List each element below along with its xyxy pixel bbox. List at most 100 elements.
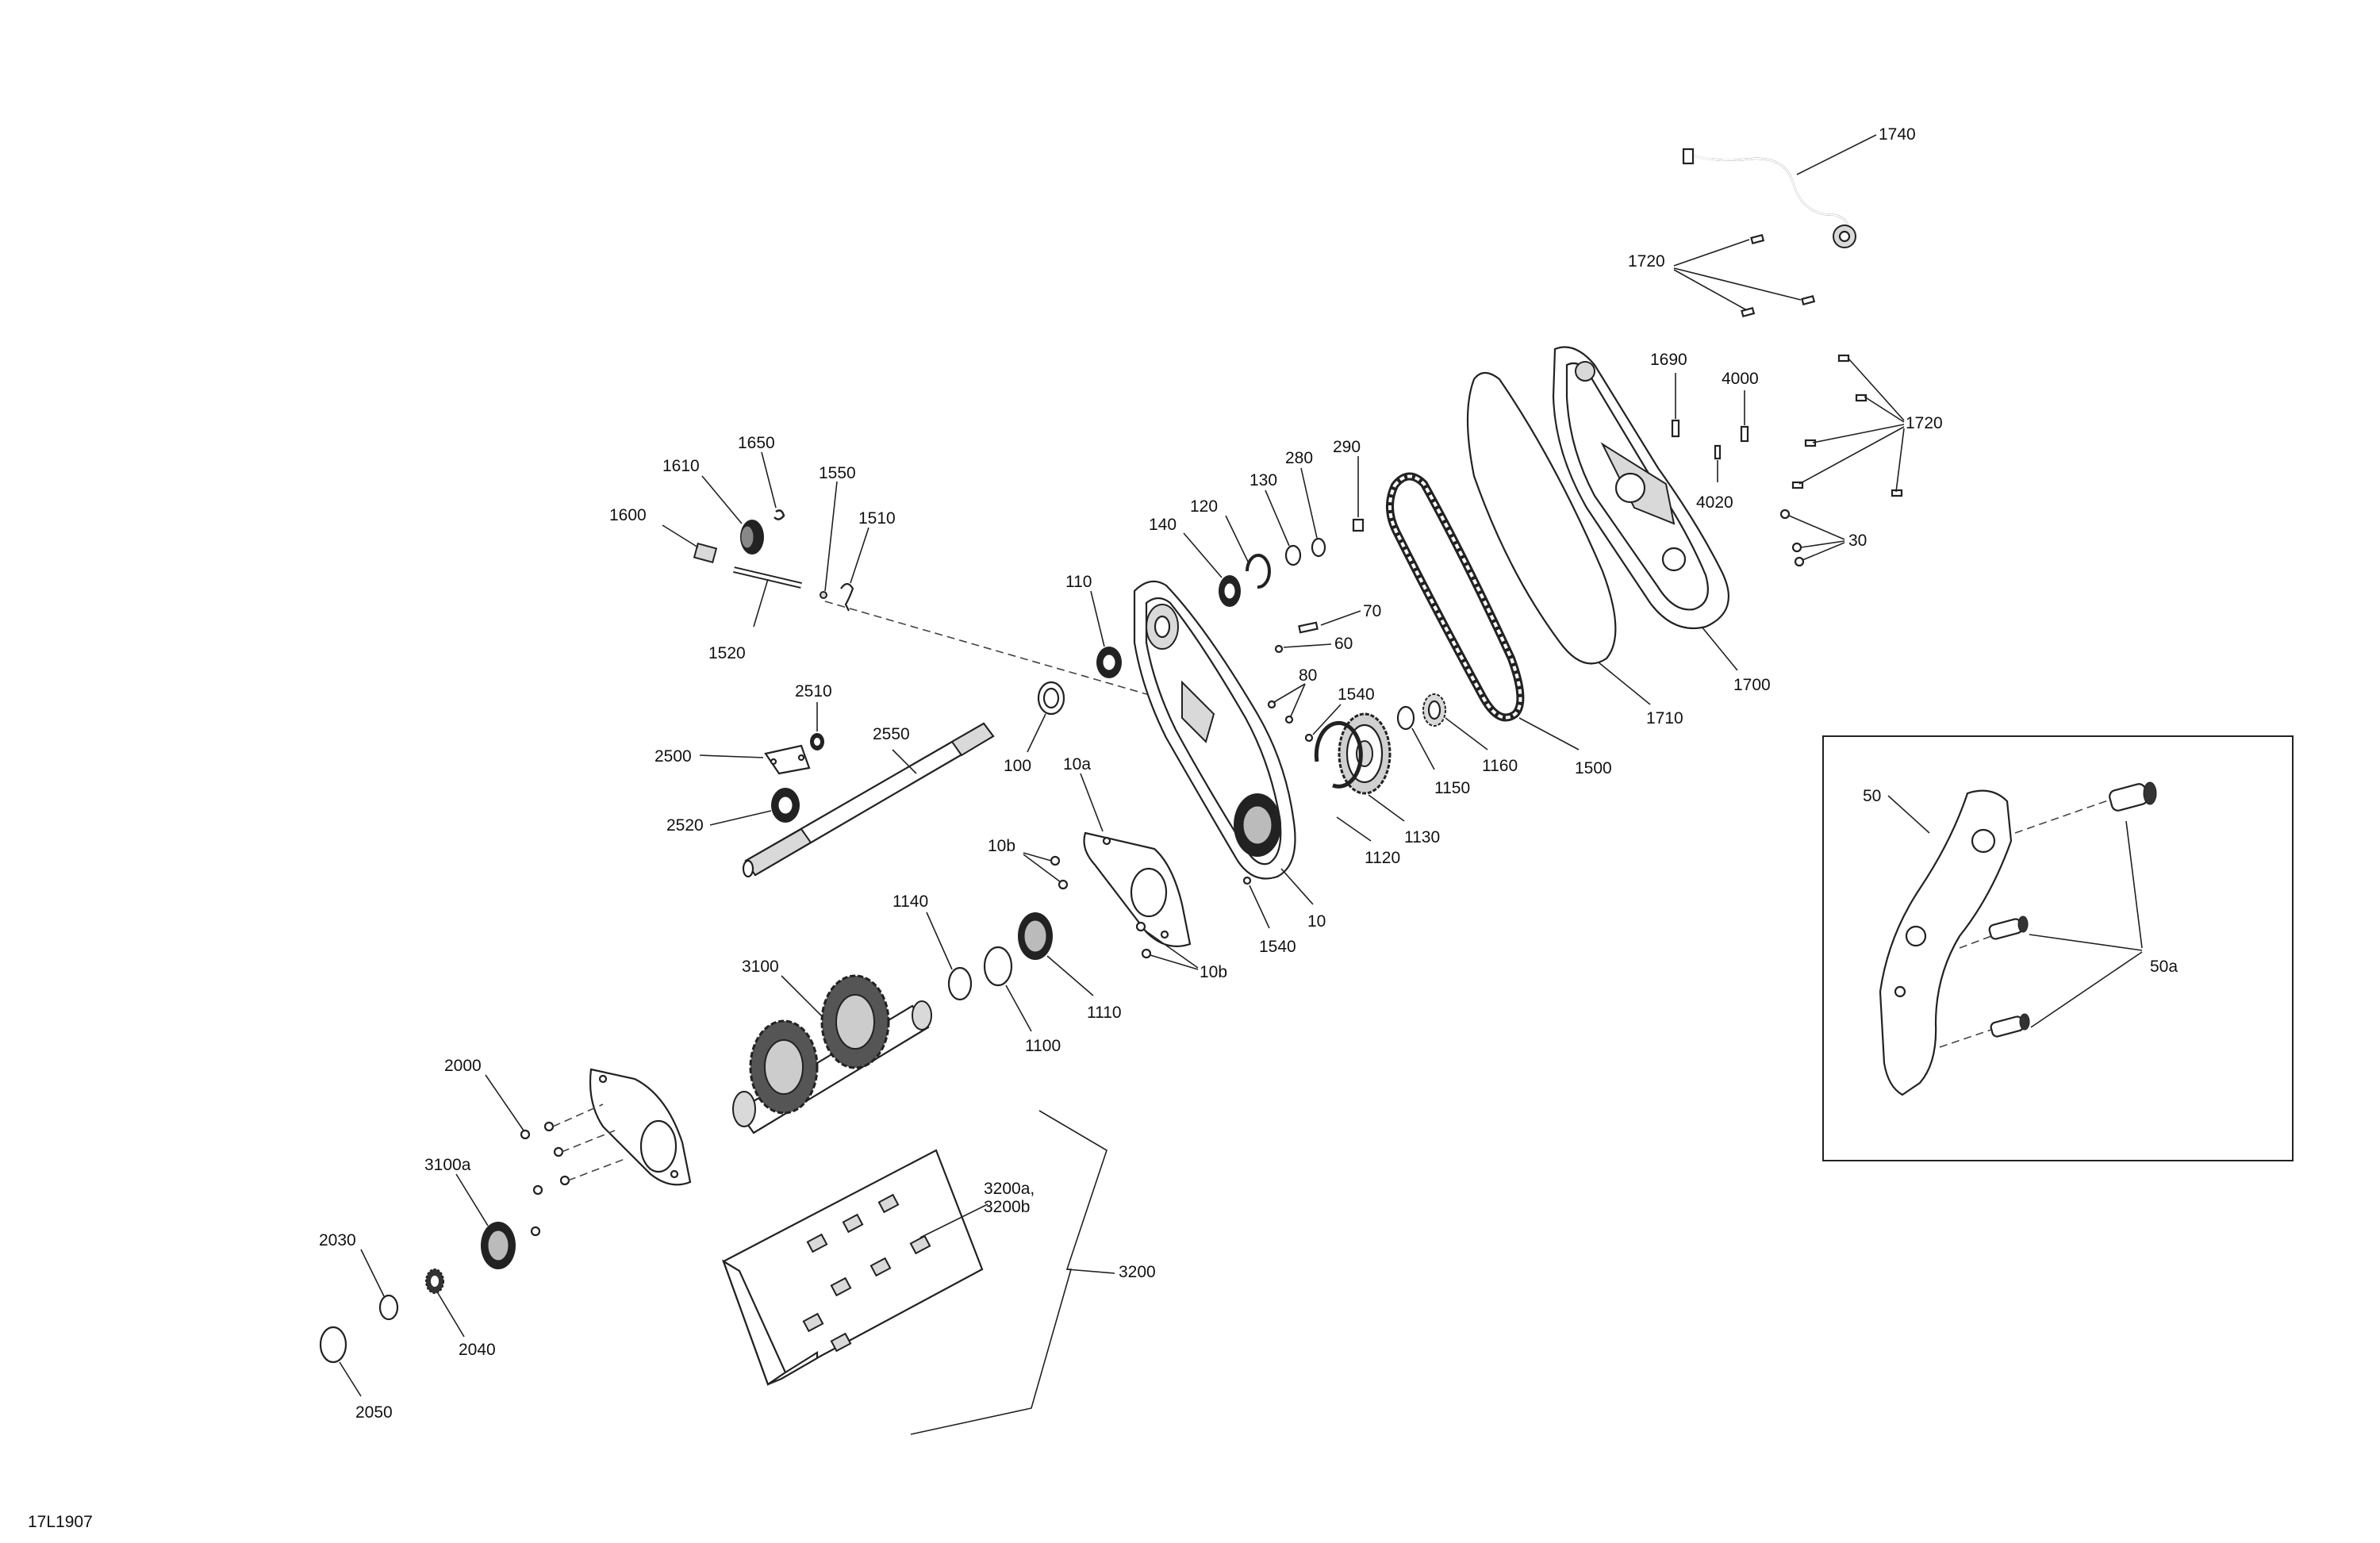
washer-1150 xyxy=(1396,705,1415,731)
plug-80-b xyxy=(1284,715,1294,724)
plug-80-a xyxy=(1267,700,1276,709)
circlip-1120 xyxy=(1314,720,1363,789)
callout-130: 130 xyxy=(1250,471,1277,489)
bracket-50 xyxy=(1879,789,2013,1096)
screw-10b-b xyxy=(1058,879,1069,890)
figure-id: 17L1907 xyxy=(28,1513,93,1531)
bolt-4000 xyxy=(1740,425,1749,443)
callout-3100a: 3100a xyxy=(424,1156,471,1174)
ring-2030 xyxy=(378,1294,399,1321)
callout-120: 120 xyxy=(1190,497,1218,516)
callout-110: 110 xyxy=(1065,573,1092,591)
bolt-290 xyxy=(1352,518,1365,532)
callout-2000: 2000 xyxy=(444,1057,482,1075)
screws-30 xyxy=(1779,509,1805,567)
callout-50: 50 xyxy=(1863,787,1881,805)
callout-1520: 1520 xyxy=(708,644,746,662)
bushing-50a-mid xyxy=(1988,915,2029,940)
callout-2500: 2500 xyxy=(654,747,692,766)
callout-50a: 50a xyxy=(2150,958,2178,976)
callout-1130: 1130 xyxy=(1404,828,1440,846)
screws-2000 xyxy=(520,1121,570,1237)
callout-60: 60 xyxy=(1334,635,1353,653)
ring-1100 xyxy=(983,946,1013,987)
part-1600 xyxy=(693,542,718,564)
callout-2040: 2040 xyxy=(459,1341,496,1359)
bushing-50a-top xyxy=(2109,781,2157,812)
bolt-1690 xyxy=(1671,419,1680,438)
callout-1540-lower: 1540 xyxy=(1259,938,1296,956)
clip-1650 xyxy=(774,509,785,520)
bearing-110 xyxy=(1096,647,1122,678)
callout-1510: 1510 xyxy=(858,509,896,528)
drive-axle-3100 xyxy=(732,974,932,1134)
seal-100 xyxy=(1037,681,1065,716)
callout-30: 30 xyxy=(1848,532,1867,550)
callout-10a: 10a xyxy=(1063,755,1091,773)
bearing-housing-plate xyxy=(589,1068,692,1186)
screws-1720-top xyxy=(1741,233,1816,318)
callout-1540-upper: 1540 xyxy=(1338,685,1375,704)
plug-60 xyxy=(1274,644,1284,654)
callout-2510: 2510 xyxy=(795,682,832,700)
callout-3100: 3100 xyxy=(742,958,779,976)
assembly-axis-line xyxy=(824,601,1175,703)
callout-1160: 1160 xyxy=(1482,757,1518,775)
gasket-1710 xyxy=(1466,371,1617,665)
callout-1120: 1120 xyxy=(1365,849,1400,867)
callout-4000: 4000 xyxy=(1722,370,1759,388)
callout-2030: 2030 xyxy=(319,1231,356,1249)
callout-1700: 1700 xyxy=(1733,676,1771,694)
callout-3200: 3200 xyxy=(1119,1263,1156,1281)
ring-1140 xyxy=(947,966,973,1001)
callout-10: 10 xyxy=(1307,912,1326,931)
nut-2040 xyxy=(425,1269,444,1294)
drive-shaft-2550 xyxy=(742,722,995,878)
callout-1690: 1690 xyxy=(1650,351,1687,369)
callout-3200a: 3200a, xyxy=(984,1180,1035,1198)
seal-3100a xyxy=(481,1222,516,1269)
shaft-1520 xyxy=(733,566,802,589)
ring-2050 xyxy=(319,1326,347,1364)
knob-1610 xyxy=(740,520,764,555)
callout-1740: 1740 xyxy=(1879,125,1916,144)
seal-1110 xyxy=(1018,912,1053,960)
spring-clip-1510 xyxy=(840,582,854,612)
callout-1720-top: 1720 xyxy=(1628,252,1665,271)
callout-290: 290 xyxy=(1333,438,1361,456)
bearing-2520 xyxy=(771,788,800,823)
screw-10b-c xyxy=(1135,921,1146,932)
callout-1600: 1600 xyxy=(609,506,647,524)
ball-1550 xyxy=(820,591,827,599)
callout-10b-lower: 10b xyxy=(1200,963,1227,981)
plug-1540-lower xyxy=(1242,876,1252,885)
wiring-harness-1740 xyxy=(1682,148,1856,248)
screws-1720-right xyxy=(1791,354,1903,497)
callout-1100: 1100 xyxy=(1025,1037,1061,1055)
callout-1500: 1500 xyxy=(1575,759,1612,777)
callout-100: 100 xyxy=(1004,757,1031,775)
callout-70: 70 xyxy=(1363,602,1381,620)
circlip-120 xyxy=(1246,554,1271,589)
callout-1710: 1710 xyxy=(1646,709,1683,727)
callout-1610: 1610 xyxy=(662,457,700,475)
callout-3200b: 3200b xyxy=(984,1198,1030,1216)
callout-2520: 2520 xyxy=(666,816,704,835)
chain-1500 xyxy=(1386,472,1525,722)
bearing-2510 xyxy=(810,733,824,750)
callout-80: 80 xyxy=(1299,666,1317,685)
callout-280: 280 xyxy=(1285,449,1313,467)
callout-1110: 1110 xyxy=(1087,1004,1122,1022)
gasket-10a xyxy=(1083,831,1192,947)
callout-1150: 1150 xyxy=(1434,779,1470,797)
washer-130 xyxy=(1284,544,1302,566)
callout-10b-upper: 10b xyxy=(988,837,1015,855)
sprocket-1160 xyxy=(1422,693,1446,727)
callout-1650: 1650 xyxy=(738,434,775,452)
callout-1550: 1550 xyxy=(819,464,856,482)
bolt-70 xyxy=(1298,621,1319,634)
bushing-50a-low xyxy=(1990,1013,2030,1038)
callout-2050: 2050 xyxy=(355,1403,393,1422)
chaincase-cover-1700 xyxy=(1552,346,1729,630)
